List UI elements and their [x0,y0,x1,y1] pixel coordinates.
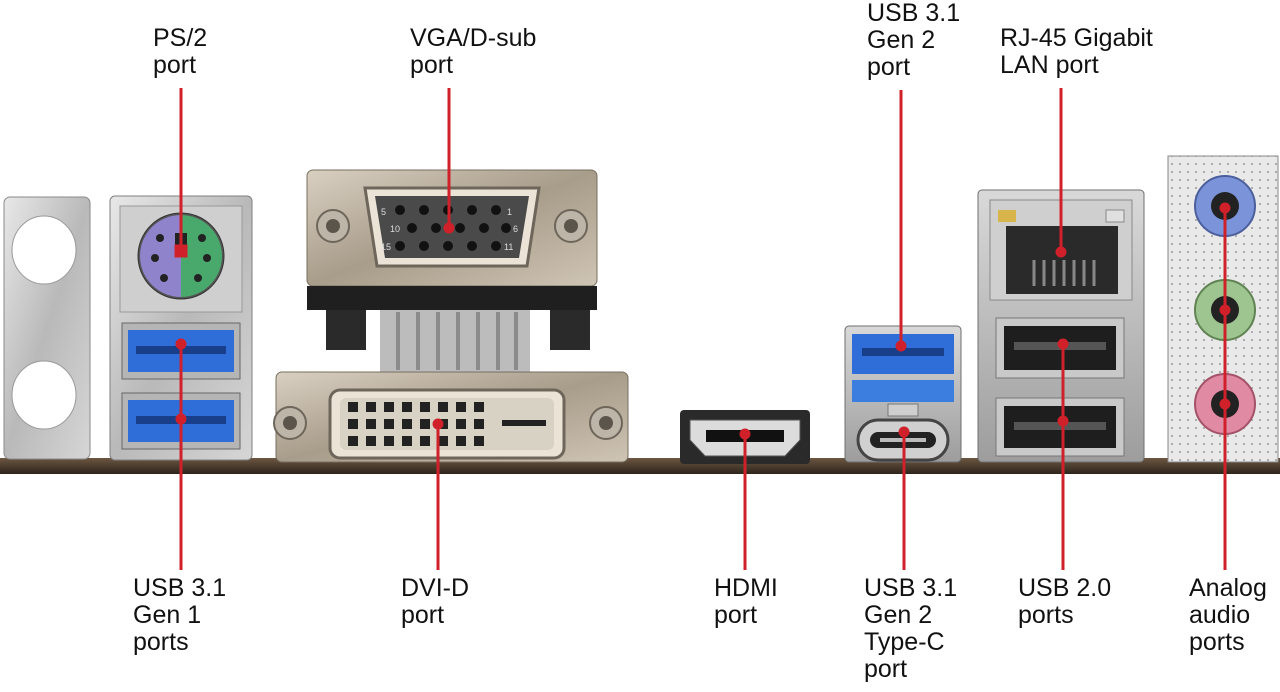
label-usb20-line1: USB 2.0 [1018,574,1112,602]
label-usb20: USB 2.0 ports [1018,575,1111,629]
label-audio-line3: ports [1189,628,1245,656]
label-audio-line1: Analog [1189,574,1267,602]
leader-usb20-end-a [1057,338,1069,350]
vga-pin-15-mark: 15 [381,242,391,252]
label-rj45-line2: LAN port [1000,51,1099,79]
mounting-bracket [3,196,91,460]
leader-usb20-end-b [1057,415,1069,427]
label-rj45-line1: RJ-45 Gigabit [1000,24,1153,52]
label-dvid: DVI-D port [401,575,469,629]
label-audio: Analog audio ports [1189,575,1267,656]
vga-pin-5-mark: 5 [381,207,386,217]
label-usb31-gen2-line2: Gen 2 [867,26,936,54]
label-hdmi: HDMI port [714,575,778,629]
label-dvid-line2: port [401,601,445,629]
label-ps2: PS/2 port [153,25,207,79]
label-usb20-line2: ports [1018,601,1074,629]
label-hdmi-line2: port [714,601,758,629]
label-usb31-gen2: USB 3.1 Gen 2 port [867,0,960,81]
label-usbc: USB 3.1 Gen 2 Type-C port [864,575,957,683]
leader-dvid-end [432,418,444,430]
label-usbc-line1: USB 3.1 [864,574,958,602]
label-usb31-gen2-line3: port [867,53,911,81]
leader-usb31g2-end [895,340,907,352]
vga-pin-10-mark: 10 [390,224,400,234]
leader-audio-end-c [1219,398,1231,410]
dvid-port [328,388,566,460]
leader-rj45-end [1055,246,1067,258]
leader-hdmi-end [739,428,751,440]
label-usb31-gen1: USB 3.1 Gen 1 ports [133,575,226,656]
vga-dvi-stack: 5 1 10 6 15 11 [273,169,629,463]
leader-vga-end [443,222,455,234]
label-usb31-gen1-line3: ports [133,628,189,656]
leader-audio-end-b [1219,304,1231,316]
label-hdmi-line1: HDMI [714,574,778,602]
label-usb31-gen1-line1: USB 3.1 [133,574,227,602]
leader-lines [174,88,1231,570]
label-vga-line2: port [410,51,454,79]
label-rj45: RJ-45 Gigabit LAN port [1000,25,1153,79]
label-vga: VGA/D-sub port [410,25,536,79]
vga-pin-11-mark: 11 [504,242,513,252]
leader-usb31g1-end-a [175,338,187,350]
label-usbc-line3: Type-C [864,628,945,656]
label-usb31-gen1-line2: Gen 1 [133,601,202,629]
label-ps2-line1: PS/2 [153,24,208,52]
lan-usb2-stack [977,189,1145,463]
label-usbc-line4: port [864,655,908,683]
label-dvid-line1: DVI-D [401,574,470,602]
vga-pin-6-mark: 6 [513,224,518,234]
label-vga-line1: VGA/D-sub [410,24,537,52]
leader-usb31g1-end-b [175,413,187,425]
leader-ps2-end [174,244,188,258]
label-ps2-line2: port [153,51,197,79]
label-usb31-gen2-line1: USB 3.1 [867,0,961,27]
leader-audio-end-a [1219,202,1231,214]
label-audio-line2: audio [1189,601,1251,629]
vga-pin-1-mark: 1 [507,207,512,217]
label-usbc-line2: Gen 2 [864,601,933,629]
leader-usbc-end [898,426,910,438]
